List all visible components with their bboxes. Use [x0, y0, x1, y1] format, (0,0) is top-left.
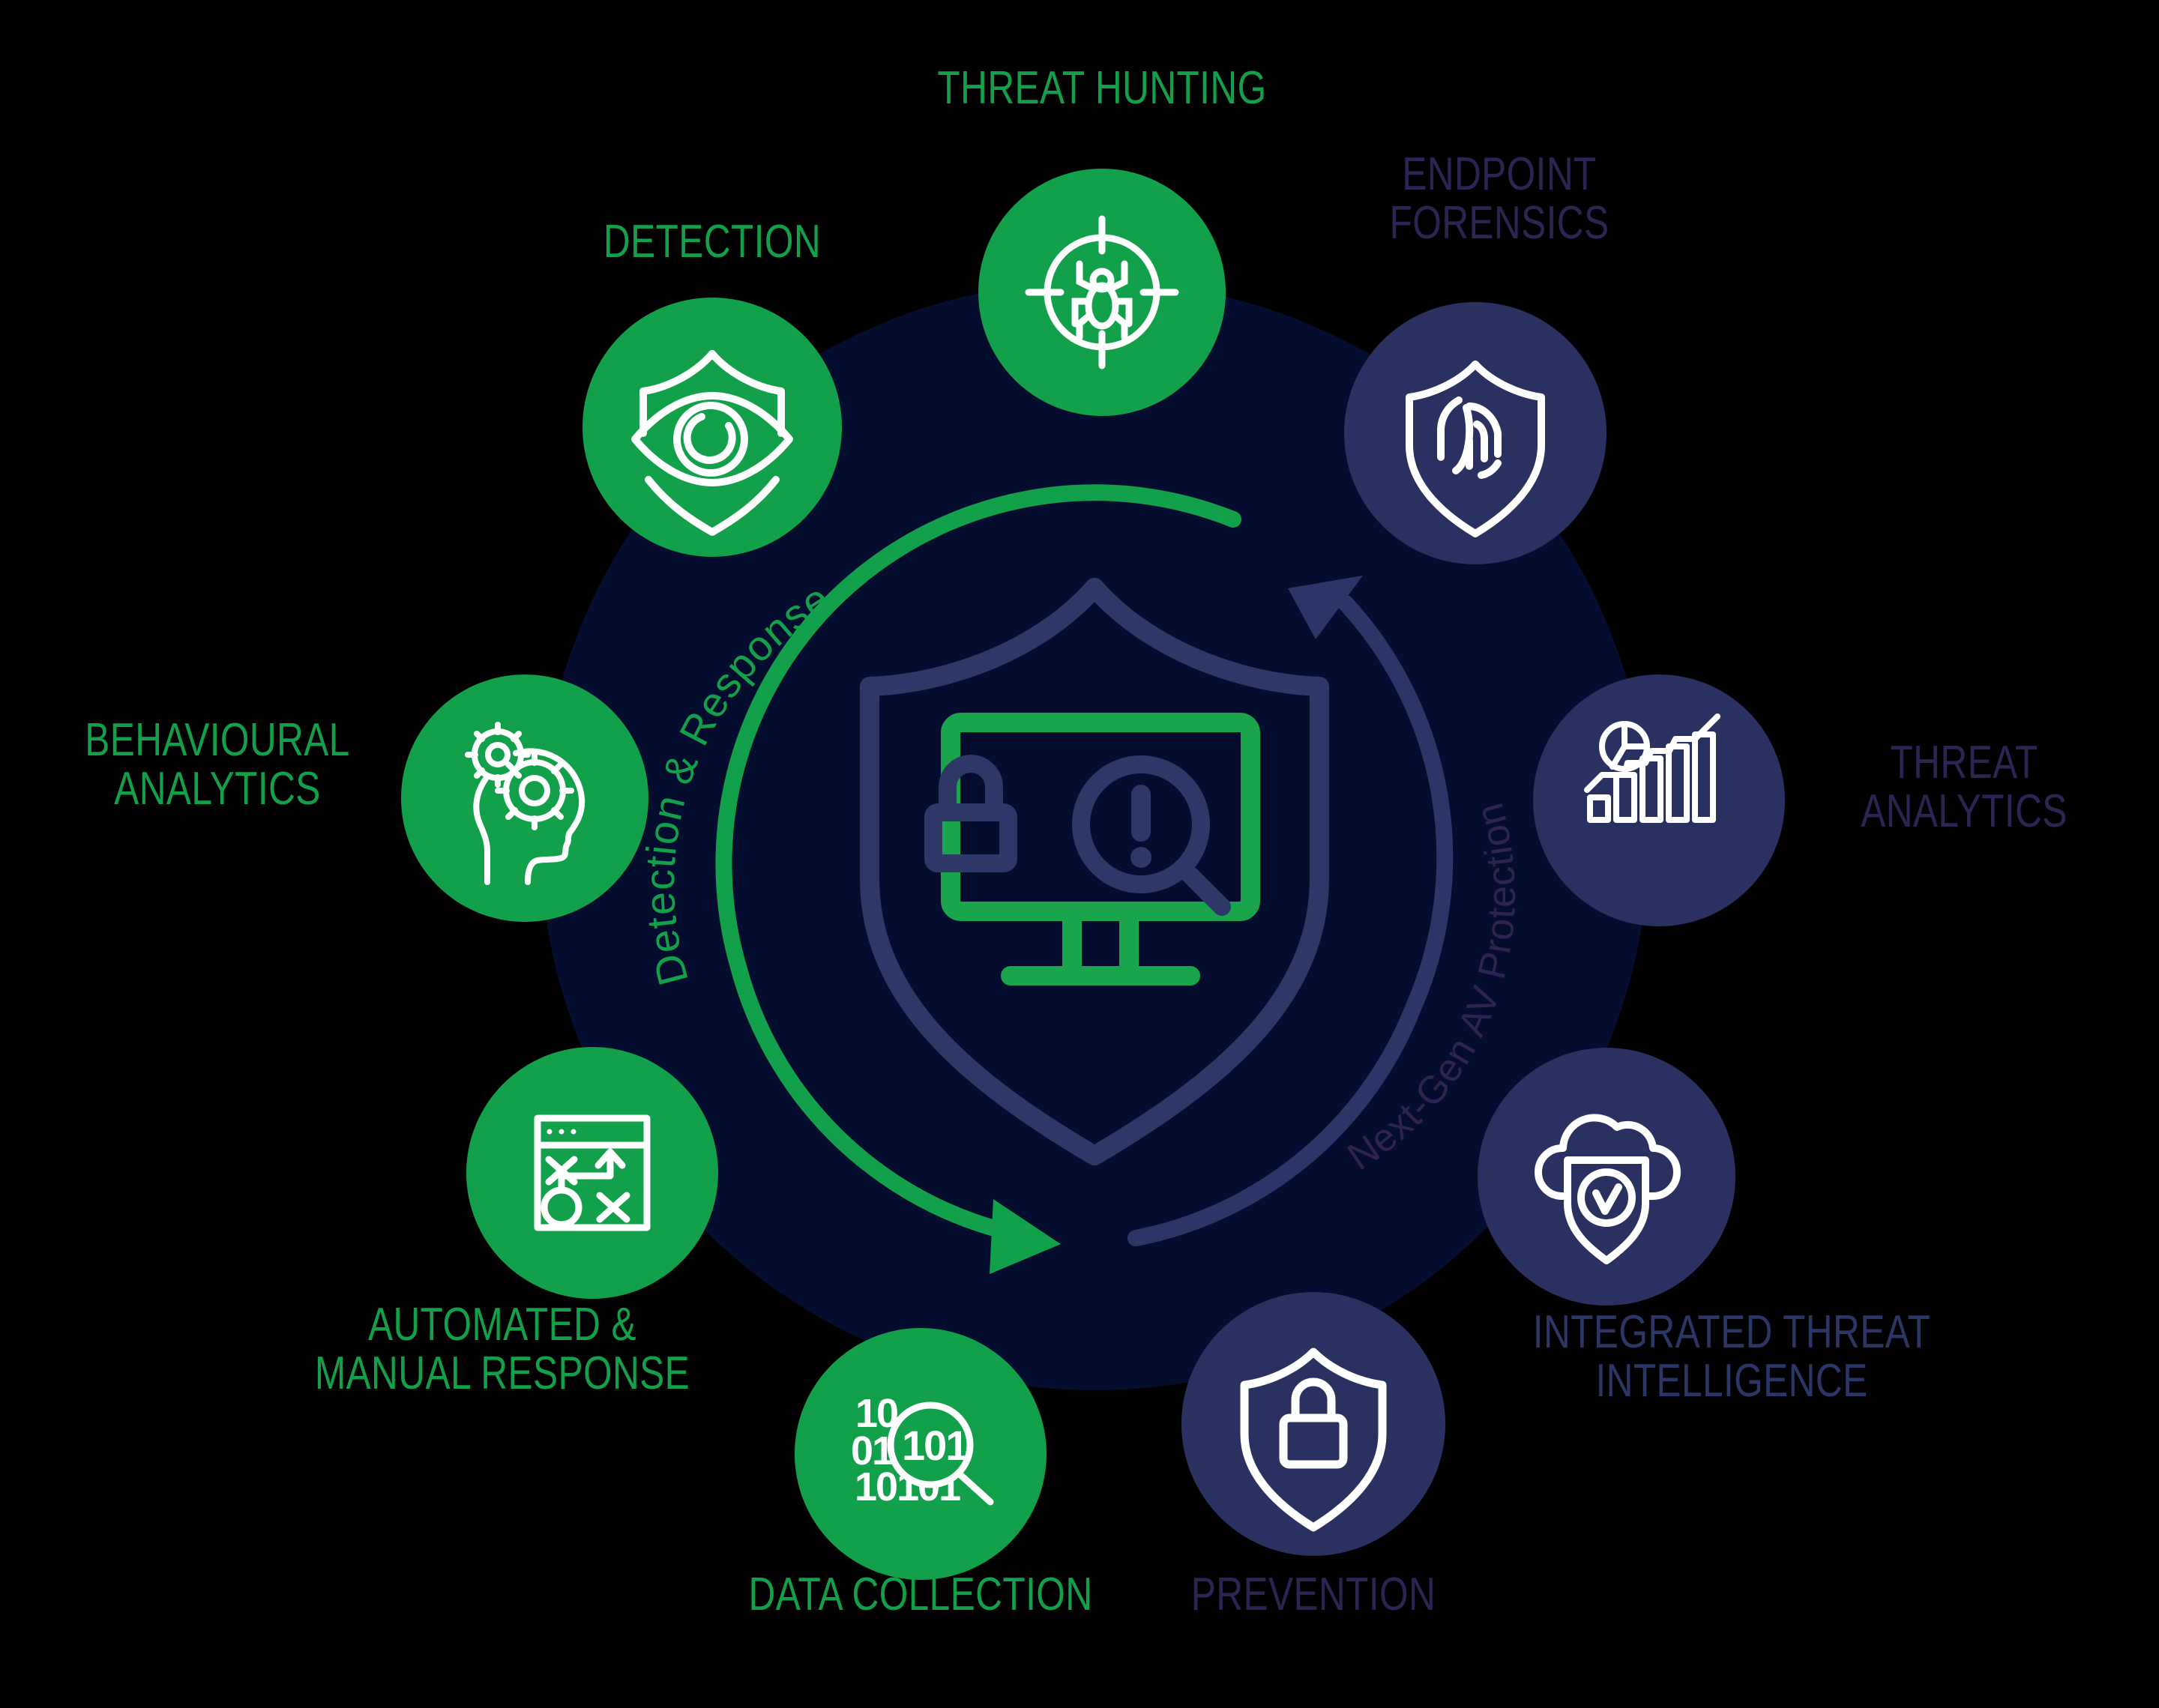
shield-lock-icon [1240, 1348, 1387, 1532]
label-integrated-threat-intelligence: INTEGRATED THREAT INTELLIGENCE [1532, 1306, 1931, 1407]
shield-fingerprint-icon [1406, 360, 1545, 537]
playbook-window-icon [534, 1114, 651, 1231]
crosshair-bug-icon [1025, 215, 1179, 369]
label-detection: DETECTION [603, 216, 822, 268]
node-data-collection[interactable]: 10 01 10101 101 [795, 1328, 1047, 1580]
detection-response-arc [715, 484, 1241, 1274]
node-detection[interactable] [582, 298, 842, 557]
shield-monitor-alert-icon [860, 578, 1329, 1165]
head-gears-icon [465, 722, 585, 885]
next-gen-av-arc [1127, 576, 1454, 1246]
node-threat-hunting[interactable] [978, 169, 1226, 416]
binary-magnifier-icon: 10 01 10101 101 [851, 1391, 994, 1509]
label-behavioural-analytics: BEHAVIOURAL ANALYTICS [85, 714, 350, 815]
label-endpoint-forensics: ENDPOINT FORENSICS [1389, 148, 1610, 250]
label-threat-analytics: THREAT ANALYTICS [1861, 737, 2068, 838]
node-integrated-threat-intelligence[interactable] [1478, 1048, 1735, 1306]
node-automated-manual-response[interactable] [466, 1047, 718, 1299]
node-behavioural-analytics[interactable] [401, 675, 648, 922]
svg-text:101: 101 [902, 1422, 968, 1469]
pie-bar-chart-icon [1584, 713, 1720, 823]
node-threat-analytics[interactable] [1533, 675, 1785, 926]
shield-eye-icon [631, 350, 793, 536]
node-prevention[interactable] [1181, 1292, 1445, 1556]
node-endpoint-forensics[interactable] [1344, 302, 1607, 564]
label-threat-hunting: THREAT HUNTING [937, 62, 1267, 114]
cloud-shield-check-icon [1535, 1114, 1681, 1264]
label-prevention: PREVENTION [1190, 1569, 1436, 1620]
label-data-collection: DATA COLLECTION [748, 1569, 1093, 1620]
label-automated-manual-response: AUTOMATED & MANUAL RESPONSE [314, 1299, 690, 1400]
